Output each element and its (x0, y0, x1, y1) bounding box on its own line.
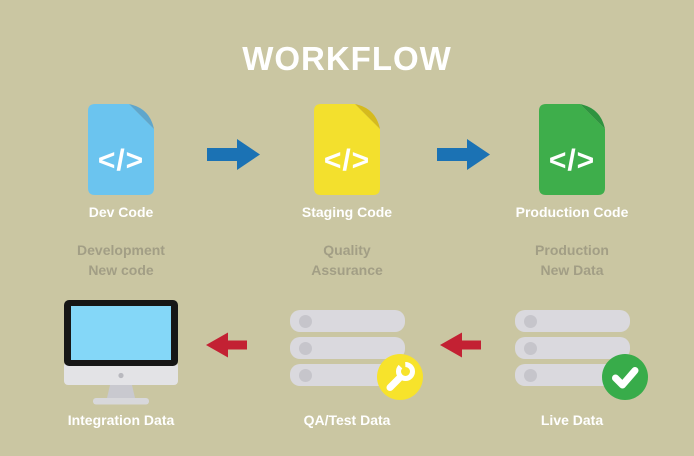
phase-line: Production (535, 242, 609, 258)
phase-quality-assurance: Quality Assurance (257, 240, 437, 280)
server-stack-icon (514, 310, 648, 400)
code-file-icon: </> (314, 104, 380, 195)
code-file-icon: </> (88, 104, 154, 195)
stage-staging-code: </> Staging Code (257, 103, 437, 220)
arrow-left-icon (205, 331, 247, 359)
server-bar (514, 364, 630, 386)
phase-line: New Data (540, 262, 604, 278)
phase-line: Assurance (311, 262, 383, 278)
stage-integration-data: Integration Data (31, 300, 211, 428)
stage-dev-code: </> Dev Code (31, 103, 211, 220)
check-badge-icon (601, 354, 648, 400)
arrow-left-icon (439, 331, 481, 359)
stage-label: Live Data (540, 412, 604, 428)
phase-line: Development (77, 242, 165, 258)
stage-qa-test-data: QA/Test Data (257, 300, 437, 428)
icon-area (64, 300, 178, 405)
server-dot (523, 314, 537, 328)
icon-area (289, 300, 423, 404)
stage-live-data: Live Data (482, 300, 662, 428)
page-title: WORKFLOW (242, 40, 452, 77)
icon-area (514, 300, 648, 404)
stage-label: Production Code (515, 204, 629, 220)
monitor-icon (64, 300, 178, 405)
phase-line: New code (88, 262, 154, 278)
phase-development: Development New code (31, 240, 211, 280)
stage-label: Integration Data (67, 412, 175, 428)
server-bar (289, 364, 405, 386)
server-stack-icon (289, 310, 423, 400)
stage-label: QA/Test Data (303, 412, 391, 428)
stage-production-code: </> Production Code (482, 103, 662, 220)
server-bar (289, 337, 405, 359)
phase-line: Quality (323, 242, 371, 258)
server-bar (514, 310, 630, 332)
wrench-badge-icon (376, 354, 423, 400)
server-dot (298, 368, 312, 382)
arrow-right-icon (207, 138, 261, 171)
server-dot (523, 341, 537, 355)
code-glyph: </> (98, 144, 144, 177)
code-file-icon: </> (539, 104, 605, 195)
server-bar (289, 310, 405, 332)
code-glyph: </> (549, 144, 595, 177)
server-dot (298, 314, 312, 328)
server-bar (514, 337, 630, 359)
stage-label: Staging Code (301, 204, 393, 220)
arrow-right-icon (437, 138, 491, 171)
server-dot (298, 341, 312, 355)
stage-label: Dev Code (88, 204, 154, 220)
server-dot (523, 368, 537, 382)
phase-production: Production New Data (482, 240, 662, 280)
code-glyph: </> (324, 144, 370, 177)
